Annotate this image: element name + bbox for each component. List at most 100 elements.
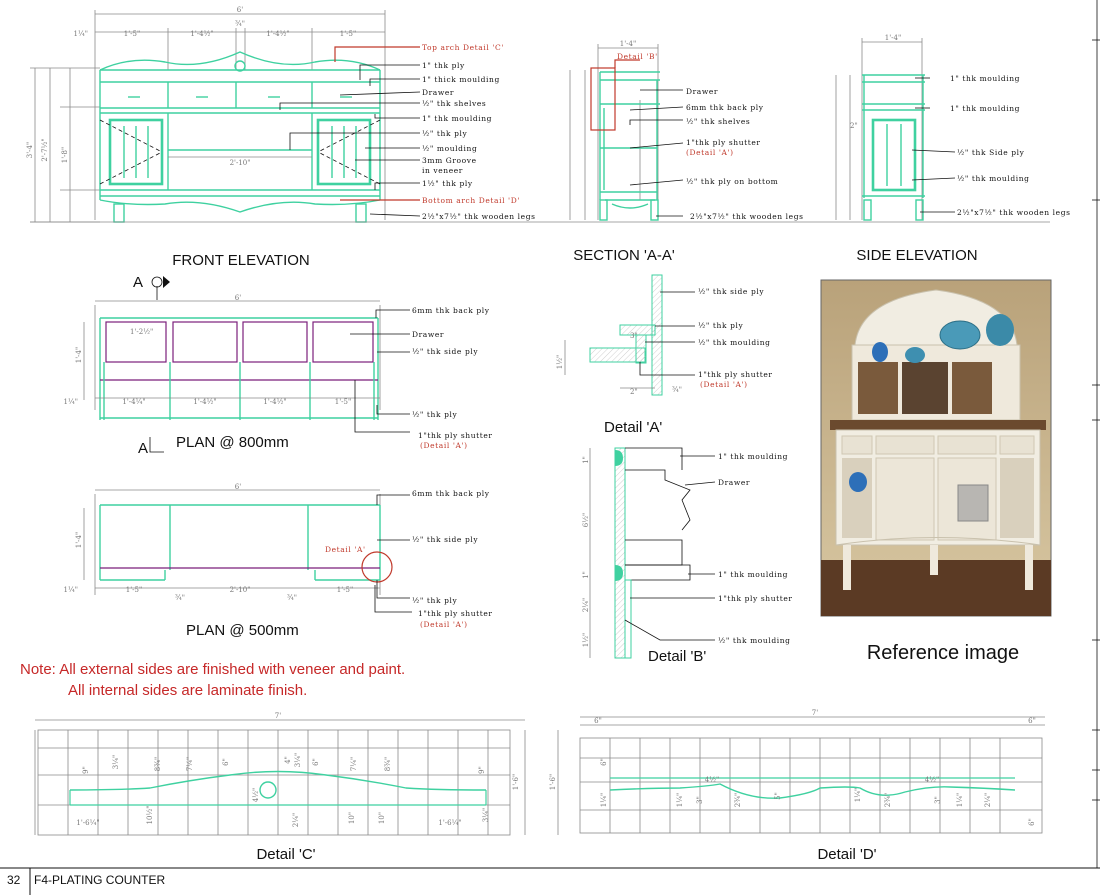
reference-photo: Reference image <box>820 279 1052 664</box>
plan800-dim-drawer: 1'-2½" <box>130 328 153 336</box>
detail-d-grid <box>579 737 1043 834</box>
plan500-dim-1: 1'-5" <box>126 586 142 594</box>
side-elevation: 1'-4" 2" 1" thk moulding 1" thk moulding… <box>835 34 1070 264</box>
detail-d-d4: 1¼" <box>676 793 684 807</box>
detail-b-dim-5: 1½" <box>582 633 590 647</box>
detail-b-dim-1: 1" <box>582 456 590 464</box>
plan800-dim-width: 6' <box>235 294 241 302</box>
plan800-title: PLAN @ 800mm <box>176 434 289 451</box>
detail-c-d1: 9" <box>82 766 90 774</box>
plan800-dim-depth: 1'-4" <box>75 347 83 363</box>
label-onehalf-ply: 1½" thk ply <box>422 179 473 188</box>
dim-front-6: 1¼" <box>74 30 88 38</box>
detail-c-dim-length: 7' <box>275 712 281 720</box>
label-detail-b: Detail 'B' <box>617 52 658 61</box>
detail-d-d2: 6" <box>600 758 608 766</box>
detail-a-label-ply: ½" thk ply <box>698 321 743 330</box>
label-moulding: 1" thk moulding <box>422 114 492 123</box>
detail-a-label-moulding: ½" thk moulding <box>698 338 771 347</box>
side-label-moulding-1: 1" thk moulding <box>950 74 1020 83</box>
plan500-label-side-ply: ½" thk side ply <box>412 535 478 544</box>
section-marker-top: A <box>133 274 143 291</box>
left-shutter <box>108 118 164 186</box>
detail-c-title: Detail 'C' <box>256 846 315 863</box>
detail-d-d10: 3" <box>934 796 942 804</box>
plan500-dim-2: ¾" <box>175 594 185 602</box>
side-label-half-moulding: ½" thk moulding <box>957 174 1030 183</box>
label-bottom-arch: Bottom arch Detail 'D' <box>422 196 520 205</box>
section-label-shutter: 1"thk ply shutter <box>686 138 761 147</box>
detail-b-label-shutter: 1"thk ply shutter <box>718 594 793 603</box>
detail-c-d6: 4½" <box>252 788 260 802</box>
dim-front-inner: 2'-10" <box>230 159 251 167</box>
label-groove: 3mm Groove <box>422 156 477 165</box>
detail-c-d20: 3¼" <box>482 808 490 822</box>
dim-front-1: 1'-5" <box>124 30 140 38</box>
page-number: 32 <box>7 873 21 887</box>
plan500-label-detail-a-callout: Detail 'A' <box>325 545 366 554</box>
plan800-label-back-ply: 6mm thk back ply <box>412 306 490 315</box>
dim-front-height-3: 1'-8" <box>61 147 69 163</box>
detail-c-d16: 2¼" <box>292 813 300 827</box>
label-thk-ply: 1" thk ply <box>422 61 465 70</box>
title-block: 32 F4-PLATING COUNTER <box>0 867 1100 895</box>
detail-b-dim-2: 6½" <box>582 513 590 527</box>
sheet-title: F4-PLATING COUNTER <box>34 873 165 887</box>
right-shutter <box>316 118 372 186</box>
detail-c-d10: 7¼" <box>350 757 358 771</box>
plan800-label-ply: ½" thk ply <box>412 410 457 419</box>
plan500-label-detail-a: (Detail 'A') <box>420 620 468 629</box>
detail-a: ½" thk side ply ½" thk ply ½" thk mouldi… <box>556 274 773 436</box>
detail-d-d9: 2¾" <box>884 793 892 807</box>
plan800-label-drawer: Drawer <box>412 330 444 339</box>
detail-d-d1: 1¼" <box>600 793 608 807</box>
detail-c-d9: 6" <box>312 758 320 766</box>
detail-c-d15: 10½" <box>146 806 154 825</box>
detail-d-d8: 1¼" <box>854 788 862 802</box>
section-a-a: 1'-4" Detail 'B' Drawer 6mm thk back ply… <box>569 40 803 264</box>
dim-front-width: 6' <box>237 6 243 14</box>
detail-c-d5: 6" <box>222 758 230 766</box>
front-elevation-title: FRONT ELEVATION <box>172 252 310 269</box>
detail-d-dim-a: 6" <box>594 717 602 725</box>
dim-side-depth: 1'-4" <box>885 34 901 42</box>
section-label-drawer: Drawer <box>686 87 718 96</box>
detail-a-label-detail: (Detail 'A') <box>700 380 748 389</box>
plan500-dim-width: 6' <box>235 483 241 491</box>
detail-b: 1" 6½" 1" 2¼" 1½" 1" thk moulding Drawer… <box>582 447 793 665</box>
detail-b-dim-3: 1" <box>582 571 590 579</box>
detail-b-dim-4: 2¼" <box>582 598 590 612</box>
section-label-back-ply: 6mm thk back ply <box>686 103 764 112</box>
dim-front-4: 1'-4½" <box>266 30 289 38</box>
detail-a-dim-4: ¾" <box>672 386 682 394</box>
detail-c-d2: 3¼" <box>112 755 120 769</box>
reference-image-title: Reference image <box>867 642 1019 664</box>
plan500-label-ply: ½" thk ply <box>412 596 457 605</box>
label-veneer: in veneer <box>422 166 463 175</box>
label-half-ply: ½" thk ply <box>422 129 467 138</box>
detail-d-d12: 1¼" <box>956 793 964 807</box>
label-legs: 2½"x7½" thk wooden legs <box>422 212 536 221</box>
plan500-title: PLAN @ 500mm <box>186 622 299 639</box>
detail-b-title: Detail 'B' <box>648 648 706 665</box>
detail-a-dim-1: 1½" <box>556 355 564 369</box>
detail-c-d11: 8¾" <box>384 757 392 771</box>
note-line-2: All internal sides are laminate finish. <box>68 682 307 699</box>
detail-a-label-side-ply: ½" thk side ply <box>698 287 764 296</box>
detail-c-d7: 4" <box>284 756 292 764</box>
plan500-dim-4: ¾" <box>287 594 297 602</box>
detail-c-d8: 3¼" <box>294 753 302 767</box>
detail-a-label-shutter: 1"thk ply shutter <box>698 370 773 379</box>
side-label-side-ply: ½" thk Side ply <box>957 148 1025 157</box>
detail-c-d19: 1'-6¼" <box>438 819 461 827</box>
note-line-1: Note: All external sides are finished wi… <box>20 661 405 678</box>
plan800-dim-5: 1¼" <box>64 398 78 406</box>
detail-c-curve <box>69 770 487 791</box>
dim-front-height-2: 2'-7½" <box>41 138 49 161</box>
detail-a-dim-3: 2" <box>630 388 638 396</box>
detail-d-dim-length: 7' <box>812 709 818 717</box>
detail-c-d18: 10" <box>378 812 386 824</box>
detail-a-title: Detail 'A' <box>604 419 662 436</box>
detail-d-d5: 3" <box>696 796 704 804</box>
